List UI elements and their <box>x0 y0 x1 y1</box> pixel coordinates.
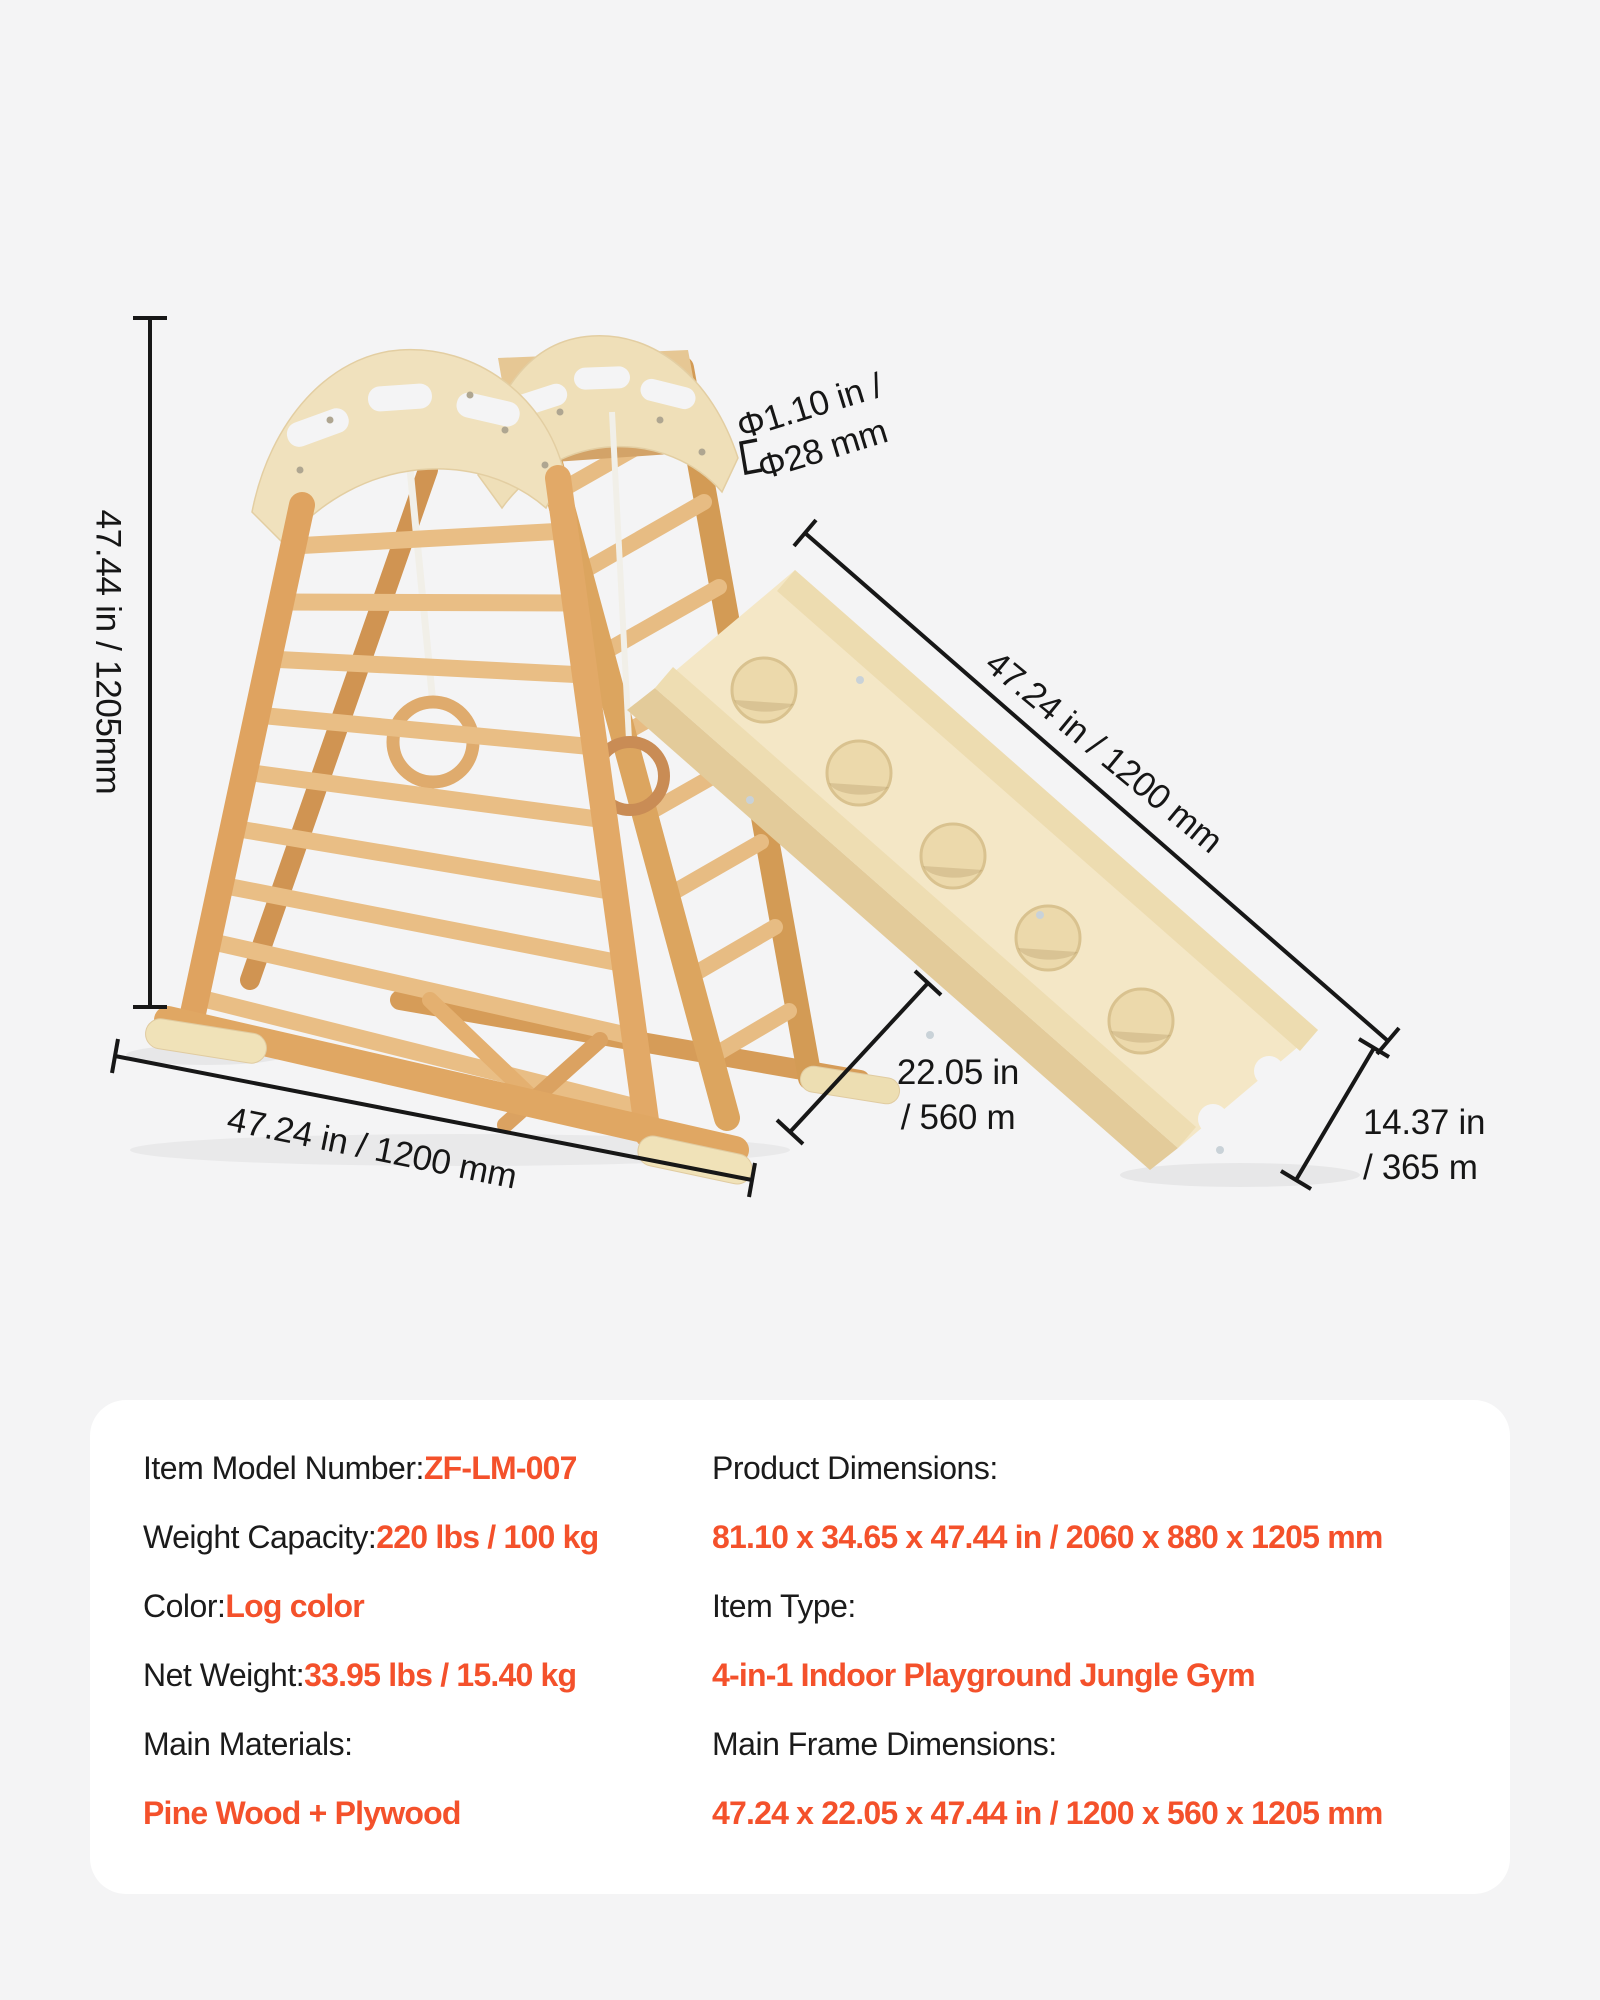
spec-label: Item Type: <box>712 1588 856 1624</box>
rung-diameter-bracket <box>738 438 763 476</box>
spec-label: Net Weight: <box>143 1657 305 1693</box>
height-dimension-line <box>133 316 167 1009</box>
spec-row-weight-capacity: Weight Capacity: 220 lbs / 100 kg <box>143 1503 599 1572</box>
slide-width-label: 14.37 in / 365 m <box>1363 1100 1485 1190</box>
spec-label: Item Model Number: <box>143 1450 424 1486</box>
spec-label: Product Dimensions: <box>712 1450 998 1486</box>
spec-label: Main Frame Dimensions: <box>712 1726 1057 1762</box>
front-ladder <box>179 465 661 1148</box>
climbing-holds <box>730 656 1175 1055</box>
depth-line2: / 560 m <box>900 1098 1016 1137</box>
spec-value: 33.95 lbs / 15.40 kg <box>304 1657 577 1693</box>
spec-row-main-materials-value: Pine Wood + Plywood <box>143 1779 598 1848</box>
spec-value: Pine Wood + Plywood <box>143 1795 461 1831</box>
spec-row-frame-dimensions-label: Main Frame Dimensions: <box>712 1710 1383 1779</box>
height-dimension-label: 47.44 in / 1205mm <box>88 509 128 795</box>
spec-column-right: Product Dimensions: 81.10 x 34.65 x 47.4… <box>712 1434 1383 1848</box>
depth-label: 22.05 in / 560 m <box>897 1050 1019 1140</box>
depth-dimension-line <box>775 969 943 1146</box>
slide-width-line1: 14.37 in <box>1363 1103 1486 1142</box>
spec-label: Color: <box>143 1588 226 1624</box>
spec-row-color: Color: Log color <box>143 1572 598 1641</box>
depth-line1: 22.05 in <box>896 1053 1020 1092</box>
spec-row-frame-dimensions-value: 47.24 x 22.05 x 47.44 in / 1200 x 560 x … <box>712 1779 1383 1848</box>
spec-row-product-dimensions-value: 81.10 x 34.65 x 47.44 in / 2060 x 880 x … <box>712 1503 1383 1572</box>
slide-width-dimension-line <box>1279 1037 1391 1191</box>
spec-label: Weight Capacity: <box>143 1519 377 1555</box>
slide-width-line2: / 365 m <box>1363 1148 1478 1187</box>
spec-value: 81.10 x 34.65 x 47.44 in / 2060 x 880 x … <box>712 1519 1383 1555</box>
spec-row-item-type-label: Item Type: <box>712 1572 1383 1641</box>
spec-value: ZF-LM-007 <box>423 1450 578 1486</box>
spec-row-product-dimensions-label: Product Dimensions: <box>712 1434 1383 1503</box>
spec-row-main-materials-label: Main Materials: <box>143 1710 598 1779</box>
spec-label: Main Materials: <box>143 1726 353 1762</box>
spec-value: Log color <box>225 1588 364 1624</box>
spec-column-left: Item Model Number: ZF-LM-007 Weight Capa… <box>143 1434 599 1848</box>
spec-value: 47.24 x 22.05 x 47.44 in / 1200 x 560 x … <box>712 1795 1383 1831</box>
spec-row-model: Item Model Number: ZF-LM-007 <box>143 1434 598 1503</box>
dimension-lines <box>110 316 1401 1198</box>
arch-panel-front <box>251 348 565 546</box>
spec-value: 220 lbs / 100 kg <box>376 1519 599 1555</box>
spec-row-item-type-value: 4-in-1 Indoor Playground Jungle Gym <box>712 1641 1383 1710</box>
slide <box>627 570 1318 1170</box>
spec-row-net-weight: Net Weight: 33.95 lbs / 15.40 kg <box>143 1641 598 1710</box>
spec-card: Item Model Number: ZF-LM-007 Weight Capa… <box>90 1400 1510 1894</box>
slide-length-dimension-line <box>792 518 1401 1056</box>
base-length-dimension-line <box>110 1038 757 1198</box>
spec-value: 4-in-1 Indoor Playground Jungle Gym <box>712 1657 1256 1693</box>
